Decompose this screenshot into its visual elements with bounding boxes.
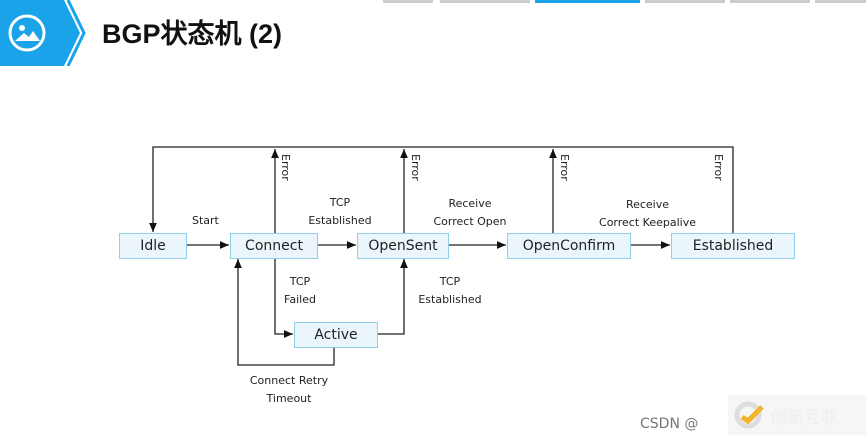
- label-error: Error: [409, 154, 422, 181]
- top-tab[interactable]: [645, 0, 725, 3]
- label-error: Error: [558, 154, 571, 181]
- label-start: Start: [192, 214, 219, 227]
- state-opensent: OpenSent: [357, 233, 449, 259]
- top-tab[interactable]: [383, 0, 433, 3]
- label-line: TCP: [439, 275, 461, 288]
- label-tcp-failed: TCP Failed: [282, 273, 318, 309]
- state-active: Active: [294, 322, 378, 348]
- top-tab[interactable]: [730, 0, 810, 3]
- label-tcp-established-2: TCP Established: [415, 273, 485, 309]
- state-established: Established: [671, 233, 795, 259]
- label-line: Established: [418, 293, 482, 306]
- logo-text: 创新互联: [770, 408, 838, 428]
- top-tab-active[interactable]: [535, 0, 640, 3]
- label-line: Connect Retry: [249, 374, 329, 387]
- label-line: Receive: [625, 198, 670, 211]
- state-idle: Idle: [119, 233, 187, 259]
- label-line: TCP: [289, 275, 311, 288]
- label-error: Error: [279, 154, 292, 181]
- state-openconfirm: OpenConfirm: [507, 233, 631, 259]
- label-line: Timeout: [266, 392, 312, 405]
- page-title: BGP状态机 (2): [102, 19, 283, 49]
- label-line: Receive: [448, 197, 492, 210]
- label-tcp-established: TCP Established: [305, 194, 375, 230]
- label-line: Correct Open: [433, 215, 507, 228]
- top-tab[interactable]: [815, 0, 866, 3]
- state-connect: Connect: [230, 233, 318, 259]
- label-line: TCP: [329, 196, 351, 209]
- logo-watermark: 创新互联: [728, 395, 866, 435]
- label-line: Correct Keepalive: [599, 216, 696, 229]
- label-line: Established: [308, 214, 372, 227]
- top-tab[interactable]: [440, 0, 530, 3]
- image-icon: [8, 14, 46, 52]
- label-error: Error: [712, 154, 725, 181]
- label-line: Failed: [284, 293, 316, 306]
- csdn-watermark: CSDN @: [640, 416, 699, 432]
- logo-icon: [734, 401, 764, 429]
